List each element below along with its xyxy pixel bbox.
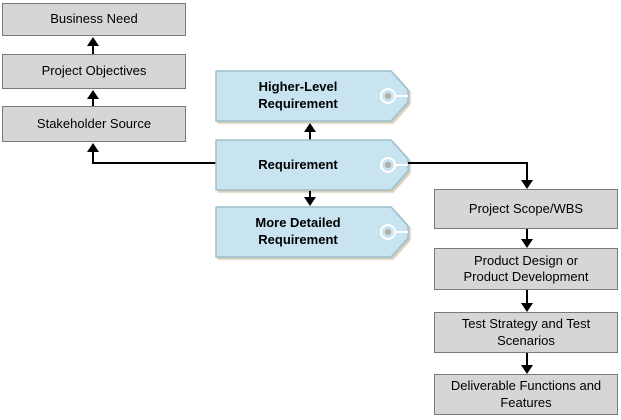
tag-higher-level-requirement-label: Higher-Level Requirement bbox=[258, 79, 338, 111]
tag-shape bbox=[215, 139, 409, 191]
tag-requirement: Requirement bbox=[215, 139, 411, 191]
tag-more-detailed-requirement-label: More Detailed Requirement bbox=[255, 215, 341, 247]
box-business-need-label: Business Need bbox=[50, 11, 138, 27]
tag-grommet-icon bbox=[380, 88, 408, 104]
box-project-objectives-label: Project Objectives bbox=[41, 63, 147, 79]
tag-more-detailed-requirement: More Detailed Requirement bbox=[215, 206, 411, 258]
box-business-need: Business Need bbox=[2, 3, 186, 36]
tag-shape bbox=[215, 206, 409, 258]
box-project-objectives: Project Objectives bbox=[2, 54, 186, 89]
box-project-scope-wbs: Project Scope/WBS bbox=[434, 189, 618, 229]
tag-grommet-icon bbox=[380, 157, 408, 173]
box-project-scope-wbs-label: Project Scope/WBS bbox=[468, 200, 584, 216]
box-test-strategy-scenarios: Test Strategy and Test Scenarios bbox=[434, 312, 618, 353]
box-product-design-development: Product Design or Product Development bbox=[434, 248, 618, 290]
tag-requirement-label: Requirement bbox=[258, 156, 338, 172]
box-stakeholder-source-label: Stakeholder Source bbox=[36, 115, 152, 131]
tag-shape bbox=[215, 70, 409, 122]
box-deliverable-functions-features-label: Deliverable Functions and Features bbox=[450, 378, 602, 410]
tag-higher-level-requirement: Higher-Level Requirement bbox=[215, 70, 411, 122]
box-stakeholder-source: Stakeholder Source bbox=[2, 106, 186, 142]
box-test-strategy-scenarios-label: Test Strategy and Test Scenarios bbox=[461, 316, 591, 348]
tag-grommet-icon bbox=[380, 224, 408, 240]
box-product-design-development-label: Product Design or Product Development bbox=[463, 252, 589, 284]
box-deliverable-functions-features: Deliverable Functions and Features bbox=[434, 374, 618, 415]
